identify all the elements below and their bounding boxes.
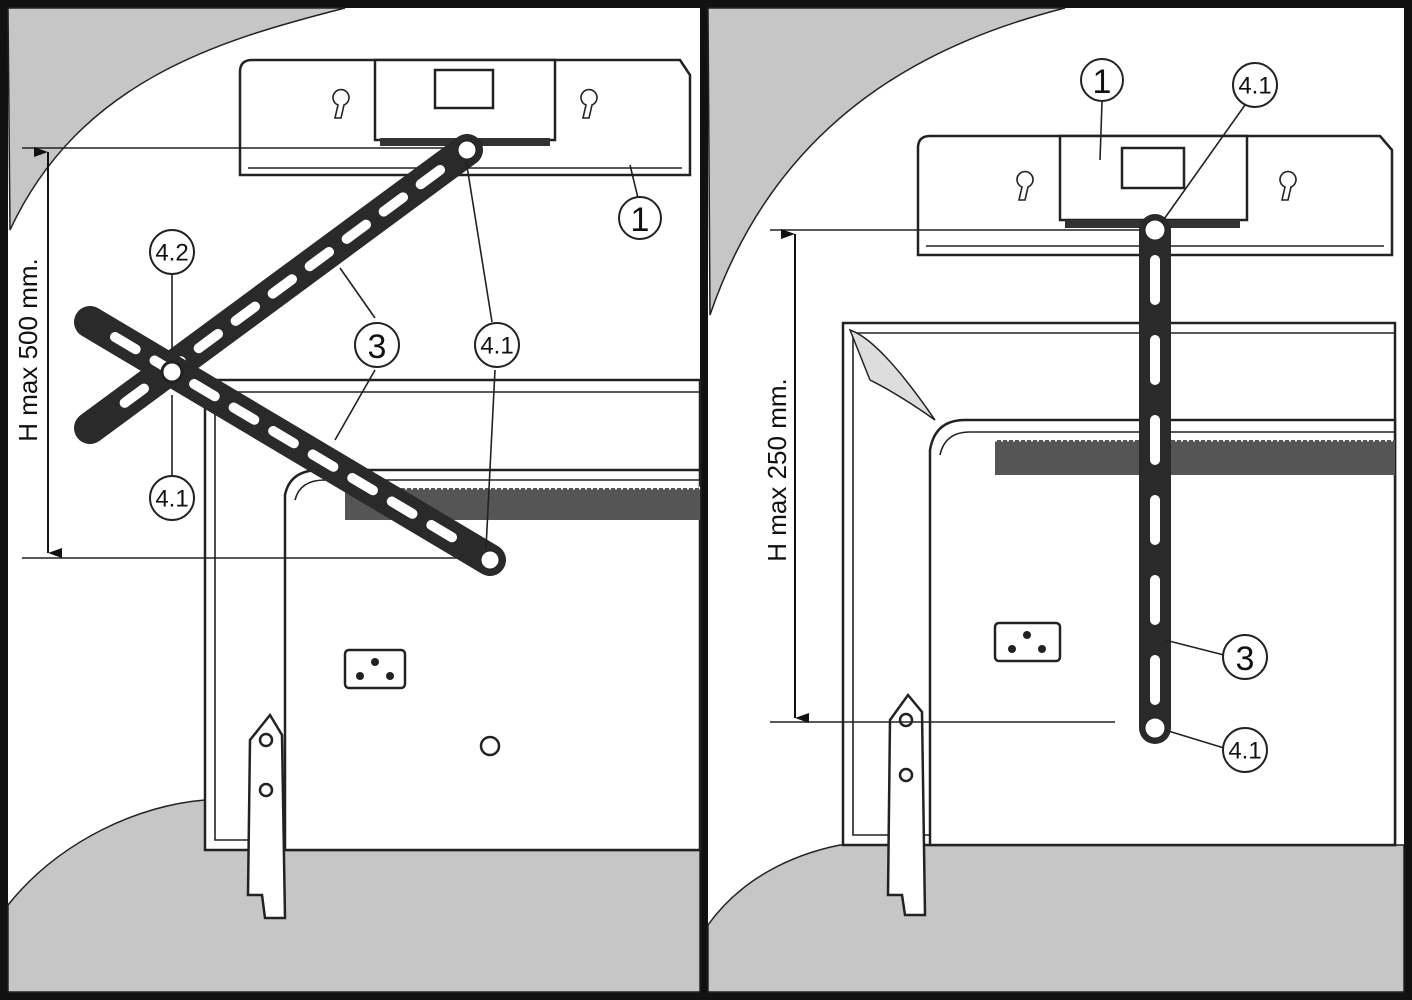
tv-back bbox=[203, 378, 702, 920]
wall-top-left bbox=[7, 7, 346, 231]
tv-stand-leg bbox=[886, 692, 927, 917]
height-label-right: H max 250 mm. bbox=[762, 378, 792, 562]
left-panel: H max 500 mm. 1 3 4.1 4.2 4.1 bbox=[7, 7, 702, 993]
tv-back bbox=[841, 321, 1397, 917]
wall-top-left bbox=[707, 7, 1066, 316]
callout-4-1-left-top: 4.1 bbox=[474, 322, 520, 368]
wall-bracket bbox=[916, 134, 1394, 257]
svg-text:4.2: 4.2 bbox=[155, 240, 188, 267]
callout-3-left: 3 bbox=[354, 322, 400, 368]
callout-4-2-left: 4.2 bbox=[149, 229, 195, 275]
right-panel: H max 250 mm. 1 4.1 3 4.1 bbox=[707, 7, 1405, 993]
callout-1-right: 1 bbox=[1080, 58, 1124, 102]
keyhole-icon bbox=[1279, 170, 1297, 201]
keyhole-icon bbox=[1016, 170, 1034, 201]
svg-text:1: 1 bbox=[1093, 63, 1112, 101]
svg-text:4.1: 4.1 bbox=[480, 333, 513, 360]
callout-4-1-left-center: 4.1 bbox=[149, 475, 195, 521]
callout-3-right: 3 bbox=[1222, 634, 1268, 680]
svg-text:4.1: 4.1 bbox=[1238, 73, 1271, 100]
svg-text:4.1: 4.1 bbox=[1228, 738, 1261, 765]
svg-text:4.1: 4.1 bbox=[155, 486, 188, 513]
svg-text:3: 3 bbox=[1236, 640, 1255, 678]
callout-4-1-right-bottom: 4.1 bbox=[1222, 727, 1268, 773]
wall-bracket bbox=[238, 58, 692, 177]
floor bbox=[707, 844, 1405, 993]
arm-bars bbox=[74, 134, 506, 576]
tv-stand-leg bbox=[246, 712, 287, 920]
keyhole-icon bbox=[580, 88, 598, 119]
height-label-left: H max 500 mm. bbox=[13, 258, 43, 442]
arm-bar bbox=[1139, 214, 1171, 744]
svg-text:1: 1 bbox=[631, 201, 650, 239]
keyhole-icon bbox=[332, 88, 350, 119]
svg-text:3: 3 bbox=[368, 328, 387, 366]
callout-4-1-right-top: 4.1 bbox=[1232, 62, 1278, 108]
callout-1-left: 1 bbox=[618, 196, 662, 240]
